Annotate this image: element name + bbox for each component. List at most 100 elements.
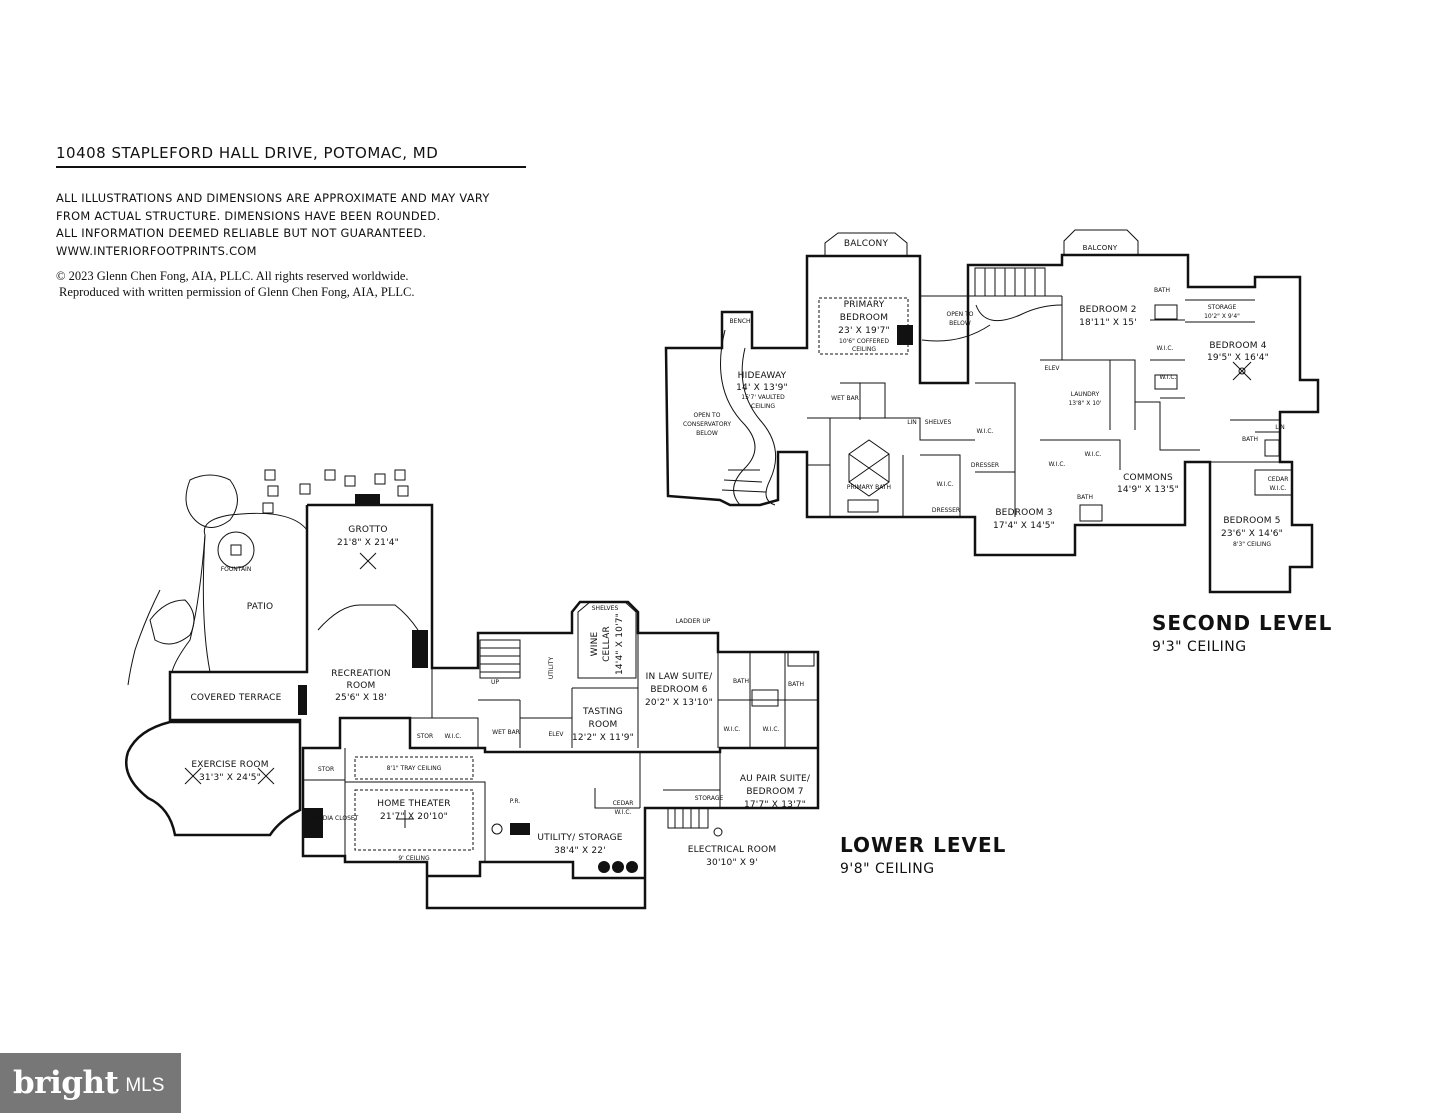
room-label-storage: STORAGE xyxy=(695,795,724,802)
room-dimension: 13'8" X 10' xyxy=(1068,400,1101,407)
room-dimension: 14'4" X 10'7" xyxy=(615,613,625,675)
lower-level-labels: GROTTO 21'8" X 21'4" FOUNTAIN PATIO RECR… xyxy=(190,525,810,868)
patio-stepping-stones xyxy=(262,469,409,514)
room-label-patio: PATIO xyxy=(247,602,274,612)
dresser-label: DRESSER xyxy=(971,462,999,469)
second-level-labels: BALCONY BALCONY PRIMARY BEDROOM 23' X 19… xyxy=(683,239,1288,548)
second-level-title-block: SECOND LEVEL 9'3" CEILING xyxy=(1152,611,1332,655)
copyright: © 2023 Glenn Chen Fong, AIA, PLLC. All r… xyxy=(56,268,526,300)
room-label-wic: W.I.C. xyxy=(1157,345,1174,352)
room-label-wic: W.I.C. xyxy=(445,733,462,740)
room-label-primary-bedroom: PRIMARY xyxy=(844,300,885,310)
room-dimension: 23' X 19'7" xyxy=(838,326,890,336)
room-label-wic: W.I.C. xyxy=(615,809,632,816)
room-dimension: 38'4" X 22' xyxy=(554,846,606,856)
ceiling-note: 15'7' VAULTED xyxy=(741,394,785,401)
lower-level-title-block: LOWER LEVEL 9'8" CEILING xyxy=(840,833,1006,877)
open-to-below-label: BELOW xyxy=(949,320,971,327)
room-label-bedroom-4: BEDROOM 4 xyxy=(1209,341,1266,351)
room-label-storage: STORAGE xyxy=(1208,304,1237,311)
disclaimer-line: FROM ACTUAL STRUCTURE. DIMENSIONS HAVE B… xyxy=(56,208,441,223)
room-label-wic: W.I.C. xyxy=(1049,461,1066,468)
second-level-ceiling: 9'3" CEILING xyxy=(1152,639,1247,655)
property-address: 10408 STAPLEFORD HALL DRIVE, POTOMAC, MD xyxy=(56,144,526,168)
room-dimension: 14'9" X 13'5" xyxy=(1117,485,1179,495)
room-label-commons: COMMONS xyxy=(1123,473,1173,483)
elevator-label: ELEV xyxy=(1044,365,1060,372)
open-to-conservatory-label: CONSERVATORY xyxy=(683,421,731,428)
room-label-primary-bedroom: BEDROOM xyxy=(840,313,888,323)
room-dimension: 23'6" X 14'6" xyxy=(1221,529,1283,539)
plan-header: 10408 STAPLEFORD HALL DRIVE, POTOMAC, MD… xyxy=(56,144,526,300)
wet-bar-label: WET BAR xyxy=(831,395,859,402)
room-label-tasting: ROOM xyxy=(589,720,618,730)
room-label-utility-storage: UTILITY/ STORAGE xyxy=(537,833,622,843)
shelves-label: SHELVES xyxy=(592,605,619,612)
room-label-wine-cellar: WINE xyxy=(590,632,600,657)
lower-level-ceiling: 9'8" CEILING xyxy=(840,861,935,877)
second-level-title: SECOND LEVEL xyxy=(1152,611,1333,635)
website-line: WWW.INTERIORFOOTPRINTS.COM xyxy=(56,243,257,258)
room-label-storage: STOR xyxy=(318,766,334,773)
copyright-line: © 2023 Glenn Chen Fong, AIA, PLLC. All r… xyxy=(56,269,409,283)
utility-label: UTILITY xyxy=(548,657,555,680)
room-dimension: 17'7" X 13'7" xyxy=(744,800,806,810)
open-to-conservatory-label: BELOW xyxy=(696,430,718,437)
room-label-wic: W.I.C. xyxy=(1270,485,1287,492)
room-dimension: 21'7" X 20'10" xyxy=(380,812,448,822)
logo-brand-text: bright xyxy=(13,1065,119,1101)
disclaimer: ALL ILLUSTRATIONS AND DIMENSIONS ARE APP… xyxy=(56,190,526,260)
room-label-bath: BATH xyxy=(1077,494,1093,501)
linen-label: LIN xyxy=(1275,424,1285,431)
room-label-wine-cellar: CELLAR xyxy=(602,626,612,662)
room-label-bedroom-3: BEDROOM 3 xyxy=(995,508,1052,518)
room-label-inlaw-suite: IN LAW SUITE/ xyxy=(646,672,713,682)
room-label-bath: BATH xyxy=(788,681,804,688)
room-dimension: 18'11" X 15' xyxy=(1079,318,1137,328)
bright-mls-logo: bright MLS xyxy=(0,1053,181,1113)
room-label-wic: W.I.C. xyxy=(724,726,741,733)
room-label-bedroom-2: BEDROOM 2 xyxy=(1079,305,1136,315)
room-dimension: 14' X 13'9" xyxy=(736,383,788,393)
ceiling-note: CEILING xyxy=(852,346,876,353)
second-level-plan xyxy=(664,229,1320,594)
disclaimer-line: ALL INFORMATION DEEMED RELIABLE BUT NOT … xyxy=(56,226,427,240)
media-closet-label: MEDIA CLOSET xyxy=(314,815,359,822)
room-label-electrical: ELECTRICAL ROOM xyxy=(688,845,777,855)
powder-room-label: P.R. xyxy=(510,798,521,805)
open-to-below-label: OPEN TO xyxy=(947,311,974,318)
room-label-cedar: CEDAR xyxy=(1268,476,1289,483)
ceiling-note: 8'1" TRAY CEILING xyxy=(387,765,442,772)
shelves-label: SHELVES xyxy=(925,419,952,426)
room-label-tasting: TASTING xyxy=(582,707,623,717)
cedar-label: CEDAR xyxy=(613,800,634,807)
room-dimension: 19'5" X 16'4" xyxy=(1207,353,1269,363)
room-label-grotto: GROTTO xyxy=(348,525,387,535)
room-label-bedroom-5: BEDROOM 5 xyxy=(1223,516,1280,526)
wet-bar-label: WET BAR xyxy=(492,729,520,736)
room-label-recreation: ROOM xyxy=(347,681,376,691)
room-label-storage: STOR xyxy=(417,733,433,740)
room-label-bath: BATH xyxy=(1154,287,1170,294)
room-dimension: 20'2" X 13'10" xyxy=(645,698,713,708)
room-label-recreation: RECREATION xyxy=(331,669,391,679)
room-label-bath: BATH xyxy=(1242,436,1258,443)
room-dimension: 25'6" X 18' xyxy=(335,693,387,703)
dresser-label: DRESSER xyxy=(932,507,960,514)
room-dimension: 21'8" X 21'4" xyxy=(337,538,399,548)
room-dimension: 17'4" X 14'5" xyxy=(993,521,1055,531)
ceiling-note: 8'3" CEILING xyxy=(1233,541,1271,548)
room-dimension: 10'2" X 9'4" xyxy=(1204,313,1240,320)
room-label-bath: BATH xyxy=(733,678,749,685)
lower-level-title: LOWER LEVEL xyxy=(840,833,1007,857)
room-label-wic: W.I.C. xyxy=(1160,374,1177,381)
linen-label: LIN xyxy=(907,419,917,426)
room-label-inlaw-suite: BEDROOM 6 xyxy=(650,685,707,695)
logo-mls-text: MLS xyxy=(125,1075,165,1096)
room-label-wic: W.I.C. xyxy=(977,428,994,435)
room-label-au-pair-suite: AU PAIR SUITE/ xyxy=(740,774,811,784)
ceiling-note: 9' CEILING xyxy=(398,855,430,862)
room-label-exercise: EXERCISE ROOM xyxy=(191,760,268,770)
open-to-conservatory-label: OPEN TO xyxy=(694,412,721,419)
